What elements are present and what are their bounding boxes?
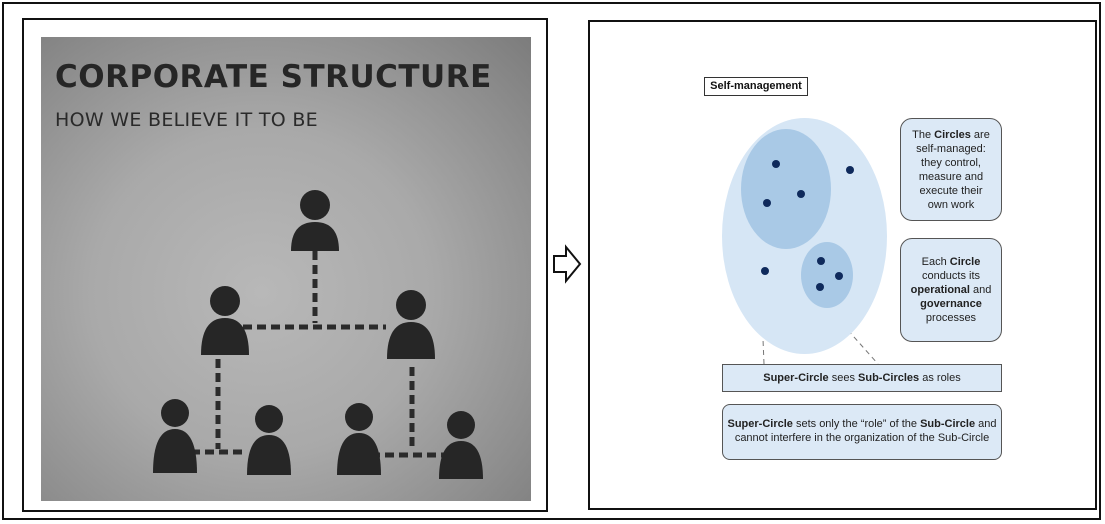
right-image-panel: Self-management The Circles are self-man… [588, 20, 1097, 510]
role-dot [772, 160, 780, 168]
hollow-right-arrow-icon [553, 244, 582, 284]
role-dot [816, 283, 824, 291]
person-icon-mid-right [387, 290, 435, 359]
person-icon-top [291, 190, 339, 251]
person-icon-mid-left [201, 286, 249, 355]
person-icon-bottom-3 [337, 403, 381, 475]
role-dot [763, 199, 771, 207]
photo-subtitle: HOW WE BELIEVE IT TO BE [55, 109, 318, 131]
org-chart-photo: CORPORATE STRUCTURE HOW WE BELIEVE IT TO… [41, 37, 531, 501]
super-circle-sets-box: Super-Circle sets only the “role” of the… [722, 404, 1002, 460]
role-dot [817, 257, 825, 265]
person-icon-bottom-1 [153, 399, 197, 473]
circle-processes-box: Each Circle conducts its operational and… [900, 238, 1002, 342]
role-dot [761, 267, 769, 275]
sub-circle-small [801, 242, 853, 308]
super-circle-sees-box: Super-Circle sees Sub-Circles as roles [722, 364, 1002, 392]
left-image-panel: CORPORATE STRUCTURE HOW WE BELIEVE IT TO… [22, 18, 548, 512]
org-chart-drawing [153, 190, 483, 479]
role-dot [797, 190, 805, 198]
sub-circle-large [741, 129, 831, 249]
person-icon-bottom-4 [439, 411, 483, 479]
photo-title: CORPORATE STRUCTURE [55, 59, 492, 95]
role-dot [835, 272, 843, 280]
self-management-diagram: Self-management The Circles are self-man… [590, 22, 1095, 508]
circles-self-managed-box: The Circles are self-managed: they contr… [900, 118, 1002, 221]
self-management-label: Self-management [704, 77, 808, 96]
person-icon-bottom-2 [247, 405, 291, 475]
role-dot [846, 166, 854, 174]
